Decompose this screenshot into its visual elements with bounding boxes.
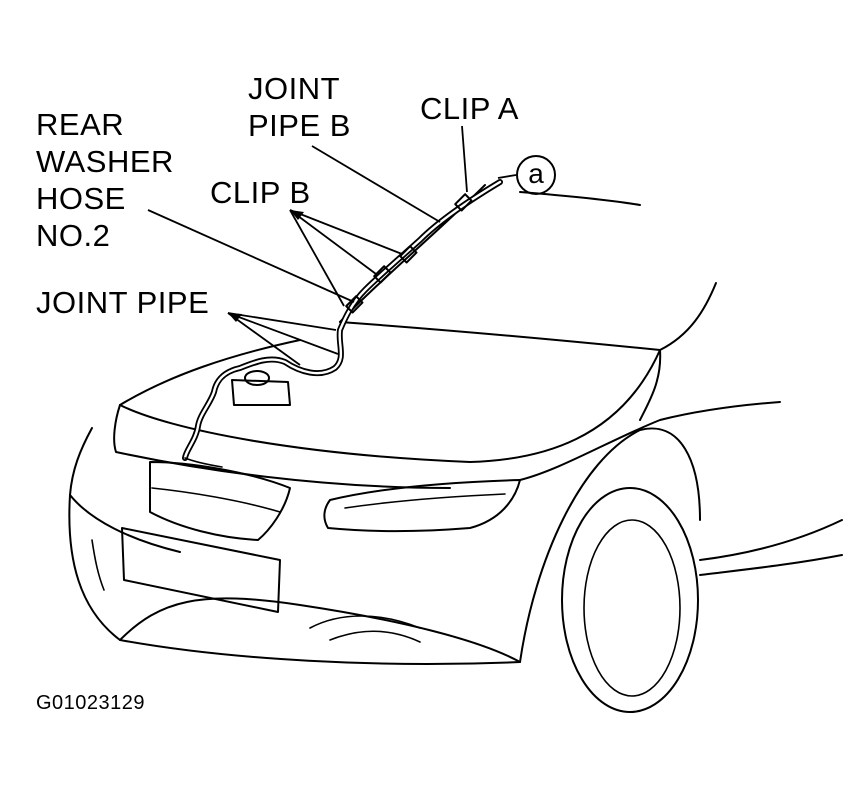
clip-a-mark: [454, 193, 473, 212]
hood-front-lip: [113, 404, 451, 489]
label-joint-pipe-b-line-2: PIPE B: [248, 108, 351, 143]
label-joint-pipe-b-line-1: JOINT: [248, 71, 341, 106]
license-plate: [121, 527, 281, 613]
wheel-rim: [583, 519, 681, 697]
hood-side: [639, 349, 662, 421]
reservoir-cap: [244, 370, 270, 386]
leader-clip-b-2: [289, 209, 377, 275]
leader-joint-pipe-1: [227, 312, 337, 331]
washer-hose: [182, 179, 503, 461]
fender-line: [519, 401, 781, 481]
rocker: [699, 554, 843, 576]
door-line: [699, 519, 843, 561]
leader-clip-b-1: [289, 209, 403, 255]
label-rear-washer-hose-line-2: WASHER: [36, 144, 174, 179]
bumper-lower: [119, 597, 521, 663]
arrowhead-joint-pipe: [228, 313, 242, 322]
label-joint-pipe-b: JOINT PIPE B: [248, 70, 351, 144]
bumper-vent: [309, 615, 421, 629]
clip-b-mark-2: [373, 265, 392, 284]
label-joint-pipe: JOINT PIPE: [36, 285, 210, 320]
grille-bar: [151, 487, 281, 513]
wheel-arch: [519, 427, 701, 663]
wheel: [561, 487, 699, 713]
label-rear-washer-hose: REAR WASHER HOSE NO.2: [36, 106, 174, 254]
bumper-top: [69, 427, 181, 553]
bumper-vent-2: [329, 630, 421, 643]
reference-marker-a: a: [516, 155, 556, 195]
headlight-inner: [344, 493, 506, 509]
leader-joint-pipe-b: [311, 145, 441, 223]
leader-joint-pipe-2: [227, 312, 339, 355]
figure-code: G01023129: [36, 692, 146, 714]
label-rear-washer-hose-line-4: NO.2: [36, 218, 111, 253]
headlight: [323, 479, 521, 532]
a-pillar-right: [659, 282, 717, 351]
windshield-base: [339, 321, 661, 351]
label-rear-washer-hose-line-3: HOSE: [36, 181, 126, 216]
fog-left: [91, 539, 105, 591]
grille: [149, 461, 291, 541]
hood-crease: [119, 349, 661, 463]
leader-clip-a: [461, 125, 468, 193]
label-clip-b: CLIP B: [210, 175, 311, 210]
label-rear-washer-hose-line-1: REAR: [36, 107, 125, 142]
hose-nozzle: [184, 457, 223, 468]
label-clip-a: CLIP A: [420, 91, 519, 126]
leader-rear-washer-hose: [147, 209, 355, 303]
bumper-face: [68, 494, 521, 665]
clip-b-mark-1: [399, 245, 418, 264]
leader-joint-pipe-3: [227, 312, 301, 366]
hood-left-edge: [119, 339, 301, 406]
leader-marker-a: [497, 174, 517, 179]
arrowhead-clip-b: [290, 210, 304, 220]
reservoir: [231, 379, 291, 406]
leader-clip-b-3: [289, 209, 345, 307]
